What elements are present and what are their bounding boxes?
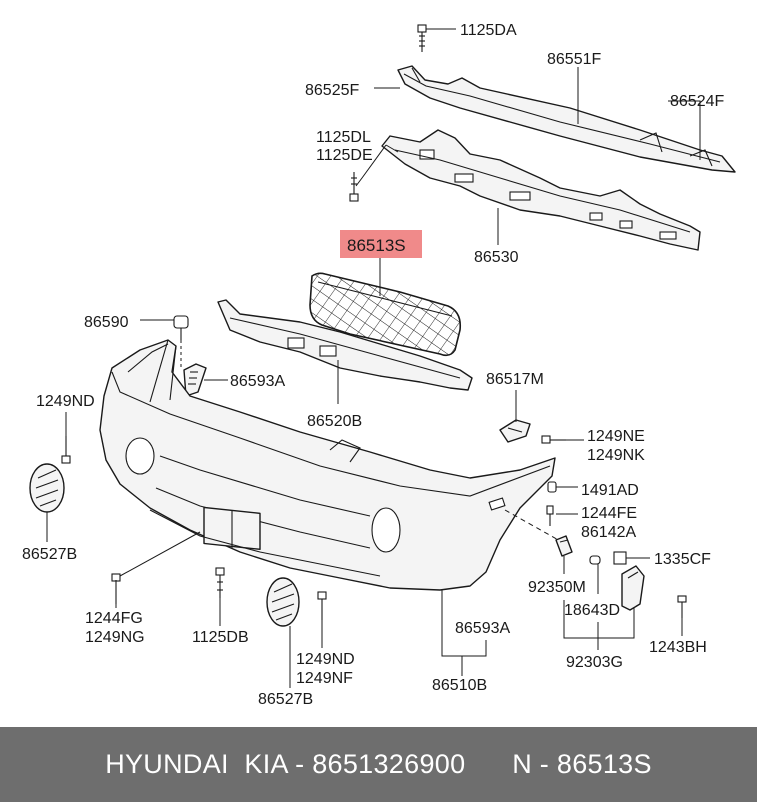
label-86551F: 86551F (547, 51, 601, 68)
label-1249NK: 1249NK (587, 447, 645, 464)
label-86590: 86590 (84, 314, 129, 331)
label-1249ND-bottom: 1249ND (296, 651, 355, 668)
label-86530: 86530 (474, 249, 519, 266)
bulb-18643D (589, 555, 601, 565)
side-marker-lamp (621, 565, 645, 611)
energy-absorber-86551F (397, 65, 736, 173)
nut-1491AD (547, 481, 557, 493)
bolt-1249ND-bottom (317, 591, 327, 620)
clip-86590 (173, 315, 189, 340)
bumper-cover-insert-86520B (217, 299, 473, 391)
label-86510B: 86510B (432, 677, 487, 694)
back-beam-86530 (381, 129, 701, 251)
label-86142A: 86142A (581, 524, 636, 541)
label-92303G: 92303G (566, 654, 623, 671)
fog-cover-86527B-left (29, 463, 65, 513)
label-1125DL: 1125DL (316, 129, 371, 146)
label-86593A-top: 86593A (230, 373, 285, 390)
footer-bar: HYUNDAI KIA - 8651326900 N - 86513S (0, 727, 757, 802)
bolt-1244FG (111, 573, 121, 604)
label-18643D: 18643D (564, 602, 620, 619)
label-1244FG: 1244FG (85, 610, 143, 627)
fog-cover-86527B-bottom (266, 577, 300, 627)
label-1243BH: 1243BH (649, 639, 707, 656)
label-86513S: 86513S (347, 236, 406, 255)
label-1249NE: 1249NE (587, 428, 645, 445)
label-1335CF: 1335CF (654, 551, 711, 568)
label-1249ND-left: 1249ND (36, 393, 95, 410)
label-1249NF: 1249NF (296, 670, 353, 687)
label-1491AD: 1491AD (581, 482, 639, 499)
bracket-86593A-top (183, 363, 207, 397)
label-86593A-bottom: 86593A (455, 620, 510, 637)
label-92350M: 92350M (528, 579, 586, 596)
screw-1243BH (677, 595, 687, 618)
label-86525F: 86525F (305, 82, 359, 99)
label-1125DA: 1125DA (460, 22, 517, 39)
label-86517M: 86517M (486, 371, 544, 388)
footer-brand-part-number: HYUNDAI KIA - 8651326900 (105, 749, 466, 779)
screw-1249NE (541, 435, 566, 444)
bolt-1125DL (349, 172, 359, 202)
grille-86513S (309, 272, 462, 357)
label-1244FE: 1244FE (581, 505, 637, 522)
label-1249NG: 1249NG (85, 629, 145, 646)
bolt-1125DA (417, 24, 427, 52)
bolt-1125DB (215, 567, 225, 598)
label-86527B-left: 86527B (22, 546, 77, 563)
footer-catalog-number: N - 86513S (512, 749, 652, 779)
label-1125DE: 1125DE (316, 147, 373, 164)
label-highlight-86513S (340, 230, 422, 258)
label-86520B: 86520B (307, 413, 362, 430)
label-86527B-bottom: 86527B (258, 691, 313, 708)
bolt-1249ND-left (61, 436, 71, 464)
pin-1244FE (546, 505, 554, 526)
clip-1335CF (613, 551, 627, 565)
parts-diagram: 1125DA 86551F 86525F 86524F 1125DL 1125D… (22, 22, 736, 708)
front-bumper-86510B (99, 339, 556, 591)
bracket-86517M (499, 419, 531, 443)
label-86524F: 86524F (670, 93, 724, 110)
connector-92350M (555, 535, 573, 557)
label-1125DB: 1125DB (192, 629, 249, 646)
footer-spacer (465, 749, 512, 780)
